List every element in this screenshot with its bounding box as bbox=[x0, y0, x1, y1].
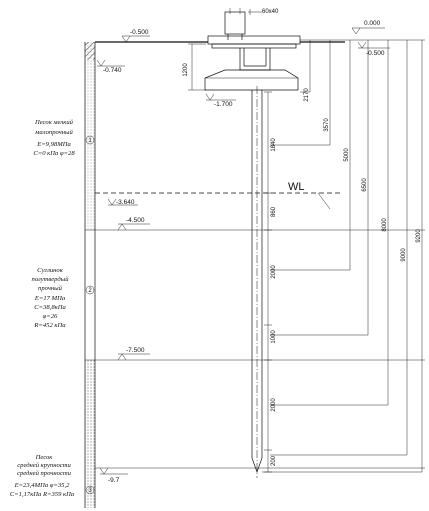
column-marker-2: 2 bbox=[88, 288, 92, 294]
water-level-label: WL bbox=[288, 181, 305, 193]
pile-dim-3: 2000 bbox=[271, 265, 277, 279]
layer3-name-line1: Песок bbox=[35, 454, 54, 461]
soil-column-layer2-fill bbox=[85, 230, 95, 360]
elevation-water: -3.640 bbox=[116, 199, 135, 206]
layer2-prop-1: E=17 МПа bbox=[34, 295, 66, 302]
column-and-grillage: 60x40 bbox=[204, 8, 345, 91]
pile-dim-5: 2000 bbox=[271, 398, 277, 412]
layer2-prop-3: φ=26 bbox=[43, 313, 58, 320]
layer2-prop-2: C=38,8кПа bbox=[34, 304, 66, 311]
elevation-layer1-top: -0.740 bbox=[103, 67, 122, 74]
soil-column-top-hatch bbox=[85, 42, 95, 60]
elevation-zero: 0.000 bbox=[364, 20, 381, 27]
layer1-prop-2: C=0 кПа φ=28 bbox=[33, 150, 75, 157]
elevation-pile-tip: -9.7 bbox=[108, 477, 120, 484]
right-dimension-lines: 2170 3570 5000 6500 8000 9000 9200 bbox=[262, 39, 425, 473]
cap-label: 60x40 bbox=[262, 9, 279, 15]
layer1-name-line2: малопрочный bbox=[34, 129, 73, 136]
right-dim-2: 3570 bbox=[324, 118, 330, 132]
right-dim-3: 5000 bbox=[344, 148, 350, 162]
layer3-prop-1: E=23,4МПа φ=35,2 bbox=[14, 482, 71, 489]
soil-layer-2: Суглинок полутвердый прочный E=17 МПа C=… bbox=[31, 267, 69, 329]
pile bbox=[251, 86, 263, 478]
layer2-name-line1: Суглинок bbox=[37, 267, 64, 274]
grillage-height-label: 1200 bbox=[183, 63, 189, 77]
soil-column-layer3-fill bbox=[85, 360, 95, 508]
pile-dimension-chain: 1840 860 2000 1000 2000 200 bbox=[264, 91, 277, 473]
elevation-ground-left: -0.500 bbox=[130, 29, 149, 36]
layer1-prop-1: E=9,98МПа bbox=[36, 141, 71, 148]
pile-dim-2: 860 bbox=[271, 206, 277, 217]
right-dim-6: 9000 bbox=[401, 248, 407, 262]
soil-layer-1: Песок мелкий малопрочный E=9,98МПа C=0 к… bbox=[33, 119, 75, 157]
column-marker-1: 1 bbox=[88, 138, 92, 144]
elevation-layer2-top: -4.500 bbox=[126, 217, 145, 224]
pile-dim-4: 1000 bbox=[271, 330, 277, 344]
layer2-name-line2: полутвердый bbox=[31, 276, 69, 283]
right-dim-5: 8000 bbox=[382, 218, 388, 232]
layer1-name-line1: Песок мелкий bbox=[34, 119, 74, 126]
soil-layer-3: Песок средней крупности средней прочност… bbox=[10, 454, 75, 498]
layer2-prop-4: R=452 кПа bbox=[33, 322, 66, 329]
ground-lines bbox=[95, 41, 425, 469]
elevation-right-small: -0.500 bbox=[366, 50, 385, 57]
pile-dim-6: 200 bbox=[271, 455, 277, 466]
layer3-name-line2: средней крупности bbox=[17, 462, 71, 469]
elevation-layer3-top: -7.500 bbox=[126, 347, 145, 354]
right-dim-4: 6500 bbox=[362, 178, 368, 192]
soil-column: 1 2 3 bbox=[84, 42, 96, 508]
grillage-height-dimension: 1200 bbox=[183, 43, 206, 91]
layer3-prop-2: C=1,17кПа R=359 кПа bbox=[10, 491, 75, 498]
layer2-name-line3: прочный bbox=[38, 285, 63, 292]
column-marker-3: 3 bbox=[88, 488, 92, 494]
right-dim-7: 9200 bbox=[416, 229, 422, 243]
pile-dim-1: 1840 bbox=[271, 138, 277, 152]
elevation-marks: -0.500 -0.740 0.000 -0.500 -1.700 -3.640… bbox=[96, 20, 390, 484]
elevation-grillage-base: -1.700 bbox=[214, 101, 233, 108]
layer3-name-line3: средней прочности bbox=[17, 470, 72, 477]
right-dim-1: 2170 bbox=[304, 88, 310, 102]
